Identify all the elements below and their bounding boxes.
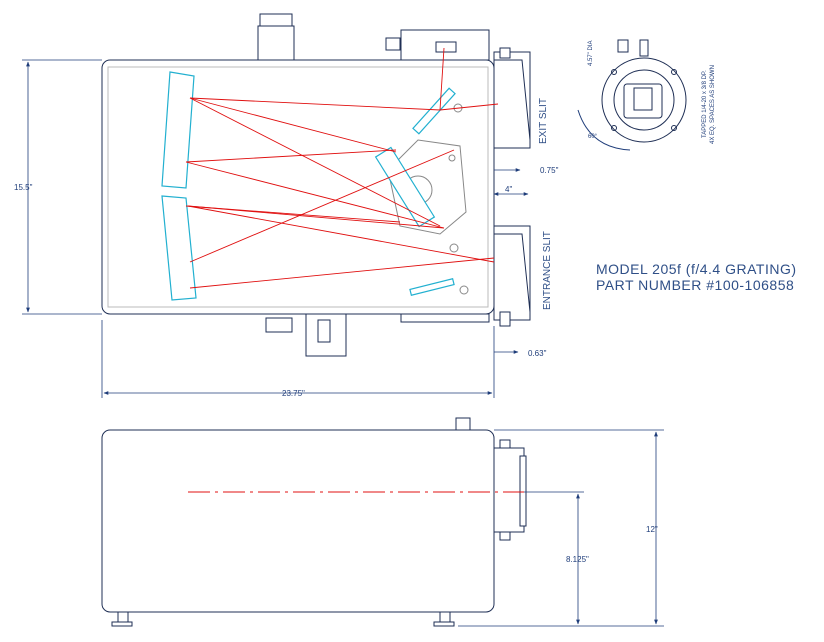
inner-frame bbox=[107, 66, 489, 308]
entrance-offset-label: 0.63" bbox=[528, 349, 547, 358]
axis-height-label: 8.125" bbox=[566, 555, 589, 564]
top-view-dimensions bbox=[22, 59, 529, 398]
side-body bbox=[101, 429, 495, 613]
slit-spacing-label: 4" bbox=[505, 185, 512, 194]
port-diameter-label: 4.57" DIA bbox=[588, 41, 594, 66]
entrance-fold-mirror bbox=[409, 278, 455, 296]
exit-slit-plate bbox=[493, 51, 531, 149]
optics bbox=[161, 71, 456, 301]
side-view bbox=[101, 417, 527, 627]
port-angle-label: 60° bbox=[588, 134, 598, 140]
port-note-line1: TAPPED 1/4-20 x 3/8 DP. bbox=[702, 70, 708, 138]
entrance-slit-plate bbox=[493, 225, 531, 321]
width-dimension-label: 23.75" bbox=[282, 389, 305, 398]
top-view bbox=[101, 13, 531, 357]
spectrograph-body bbox=[101, 59, 495, 315]
beam-paths bbox=[185, 47, 499, 289]
port-detail bbox=[577, 39, 687, 151]
entrance-slit-label: ENTRANCE SLIT bbox=[542, 231, 553, 310]
top-port-knob bbox=[259, 13, 293, 27]
exit-slit-label: EXIT SLIT bbox=[538, 98, 549, 144]
side-view-dimensions bbox=[458, 429, 664, 627]
grating-turret bbox=[387, 139, 467, 235]
part-number: PART NUMBER #100-106858 bbox=[596, 277, 794, 293]
side-height-label: 12" bbox=[646, 525, 658, 534]
exit-offset-label: 0.75" bbox=[540, 166, 559, 175]
model-title: MODEL 205f (f/4.4 GRATING) bbox=[596, 261, 797, 277]
height-dimension-label: 15.5" bbox=[14, 183, 33, 192]
exit-fold-mirror bbox=[412, 87, 456, 135]
port-note-line2: 4X EQ. SPACES AS SHOWN bbox=[710, 65, 716, 144]
focusing-mirror bbox=[161, 195, 197, 301]
foot-right bbox=[439, 611, 451, 623]
grating bbox=[374, 146, 436, 228]
foot-left bbox=[117, 611, 129, 623]
collimating-mirror bbox=[161, 71, 195, 189]
